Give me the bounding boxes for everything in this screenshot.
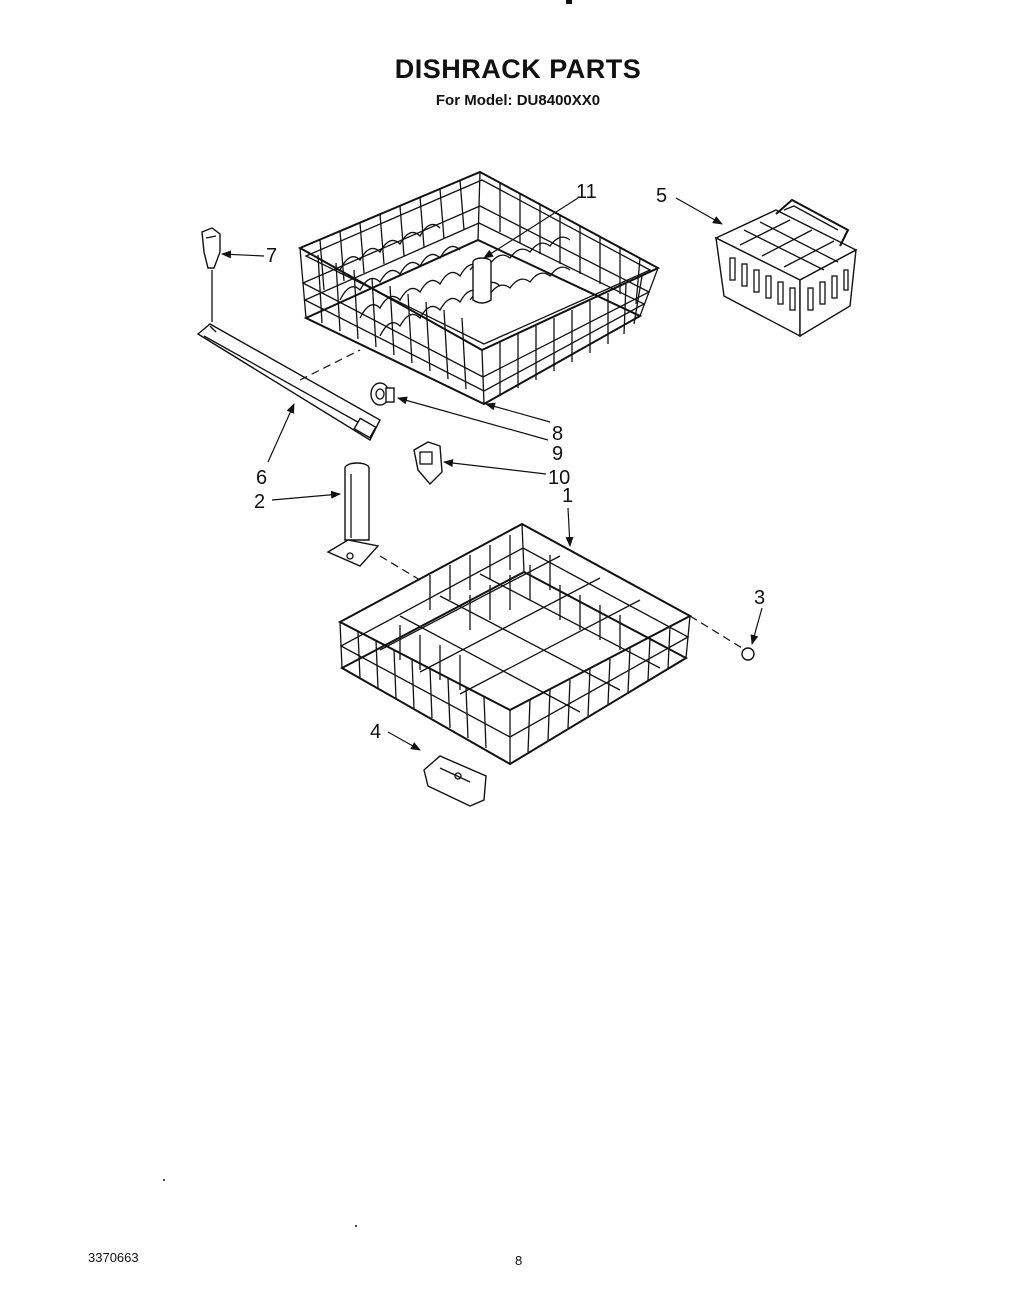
rack-bracket [423,755,487,807]
callout-5: 5 [656,185,667,207]
callout-labels: 11 5 7 8 9 10 1 6 2 3 4 [254,181,765,743]
lower-rack-wheel [741,647,755,661]
model-subtitle: For Model: DU8400XX0 [435,92,601,109]
callout-10: 10 [548,467,570,489]
upper-rack-center-post [472,257,492,304]
callout-1: 1 [562,485,573,507]
rack-track [196,323,381,441]
track-end-cap [201,227,221,322]
top-registration-mark [566,0,572,4]
speck [163,1179,165,1181]
speck [355,1225,357,1227]
assembly-dashed-lines [299,349,743,649]
lower-dishrack [337,522,693,766]
callout-4: 4 [370,721,381,743]
callout-9: 9 [552,443,563,465]
rack-roller [370,382,395,406]
upper-dishrack [297,170,661,406]
callout-leaders [221,197,763,751]
callout-11: 11 [576,181,597,203]
callout-8: 8 [552,423,563,445]
page-number: 8 [515,1253,523,1268]
callout-6: 6 [256,467,267,489]
document-number: 3370663 [88,1250,139,1265]
callout-2: 2 [254,491,265,513]
roller-clip [413,441,443,486]
page-title: DISHRACK PARTS [394,54,642,84]
callout-3: 3 [754,587,765,609]
callout-7: 7 [266,245,277,267]
silverware-basket [714,198,858,338]
center-wash-tube [326,462,380,567]
